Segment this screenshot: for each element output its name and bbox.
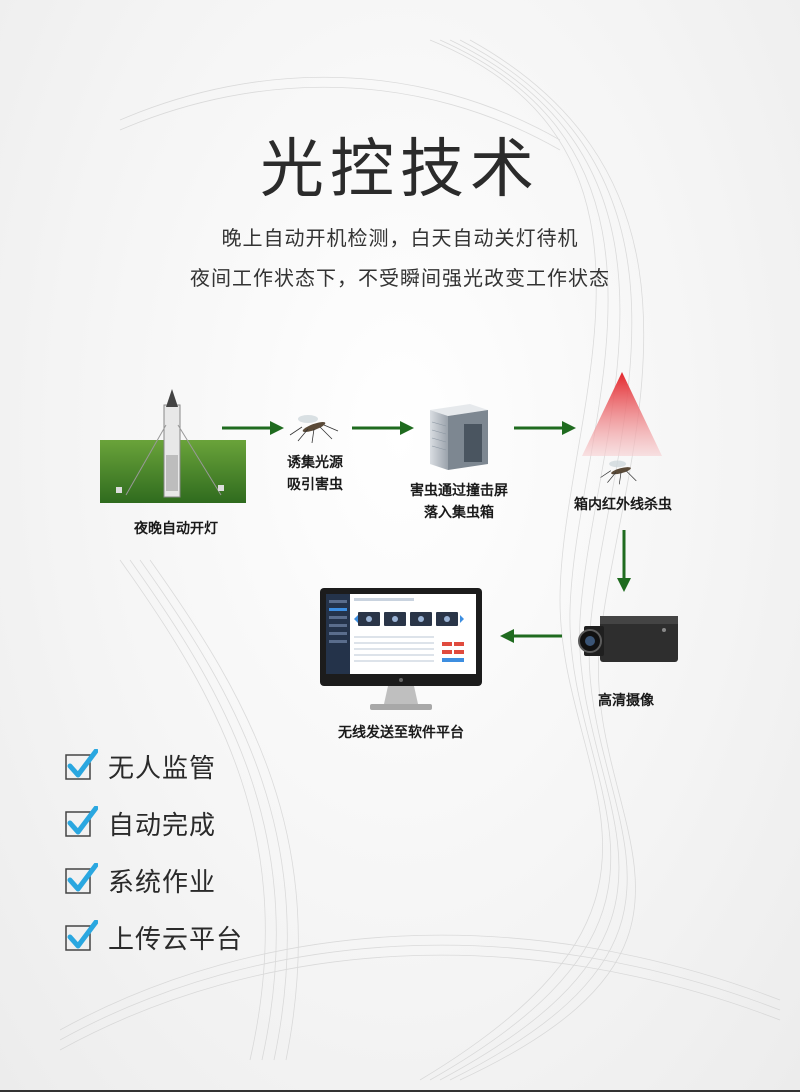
feature-item: 上传云平台 <box>64 917 243 957</box>
feature-item: 系统作业 <box>64 860 243 900</box>
infrared-light-icon <box>582 372 662 456</box>
arrow-right-2 <box>352 421 414 435</box>
step-attract-label-1: 诱集光源 <box>287 455 343 471</box>
bottom-divider <box>0 1090 800 1092</box>
checkbox-checked-icon <box>65 806 98 837</box>
feature-label: 系统作业 <box>108 867 217 898</box>
step-upload-label: 无线发送至软件平台 <box>338 725 464 741</box>
arrow-right-3 <box>514 421 576 435</box>
feature-label: 自动完成 <box>108 810 217 841</box>
step-attract-label-2: 吸引害虫 <box>287 477 343 493</box>
checkbox-checked-icon <box>65 920 98 951</box>
arrow-down <box>617 530 631 592</box>
step-night-light-label: 夜晚自动开灯 <box>134 521 218 537</box>
feature-item: 无人监管 <box>64 746 243 786</box>
step-camera-label: 高清摄像 <box>598 693 654 709</box>
mosquito-icon <box>600 460 637 485</box>
checkbox-checked-icon <box>65 863 98 894</box>
step-kill-label: 箱内红外线杀虫 <box>574 497 672 513</box>
feature-item: 自动完成 <box>64 803 243 843</box>
feature-checklist: 无人监管 自动完成 系统作业 上传云平台 <box>64 746 243 974</box>
insect-box-image <box>430 404 488 470</box>
mosquito-icon <box>289 415 339 444</box>
page-title: 光控技术 <box>260 133 540 207</box>
feature-label: 上传云平台 <box>108 924 244 955</box>
subtitle-line-1: 晚上自动开机检测，白天自动关灯待机 <box>221 226 579 250</box>
camera-image <box>578 616 678 662</box>
monitor-image <box>320 588 482 710</box>
checkbox-checked-icon <box>65 749 98 780</box>
feature-label: 无人监管 <box>108 753 217 784</box>
subtitle-line-2: 夜间工作状态下，不受瞬间强光改变工作状态 <box>190 266 610 290</box>
step-hit-label-1: 害虫通过撞击屏 <box>410 483 508 499</box>
lamp-device-image <box>100 389 246 503</box>
step-hit-label-2: 落入集虫箱 <box>424 505 494 521</box>
arrow-left <box>500 629 562 643</box>
arrow-right-1 <box>222 421 284 435</box>
